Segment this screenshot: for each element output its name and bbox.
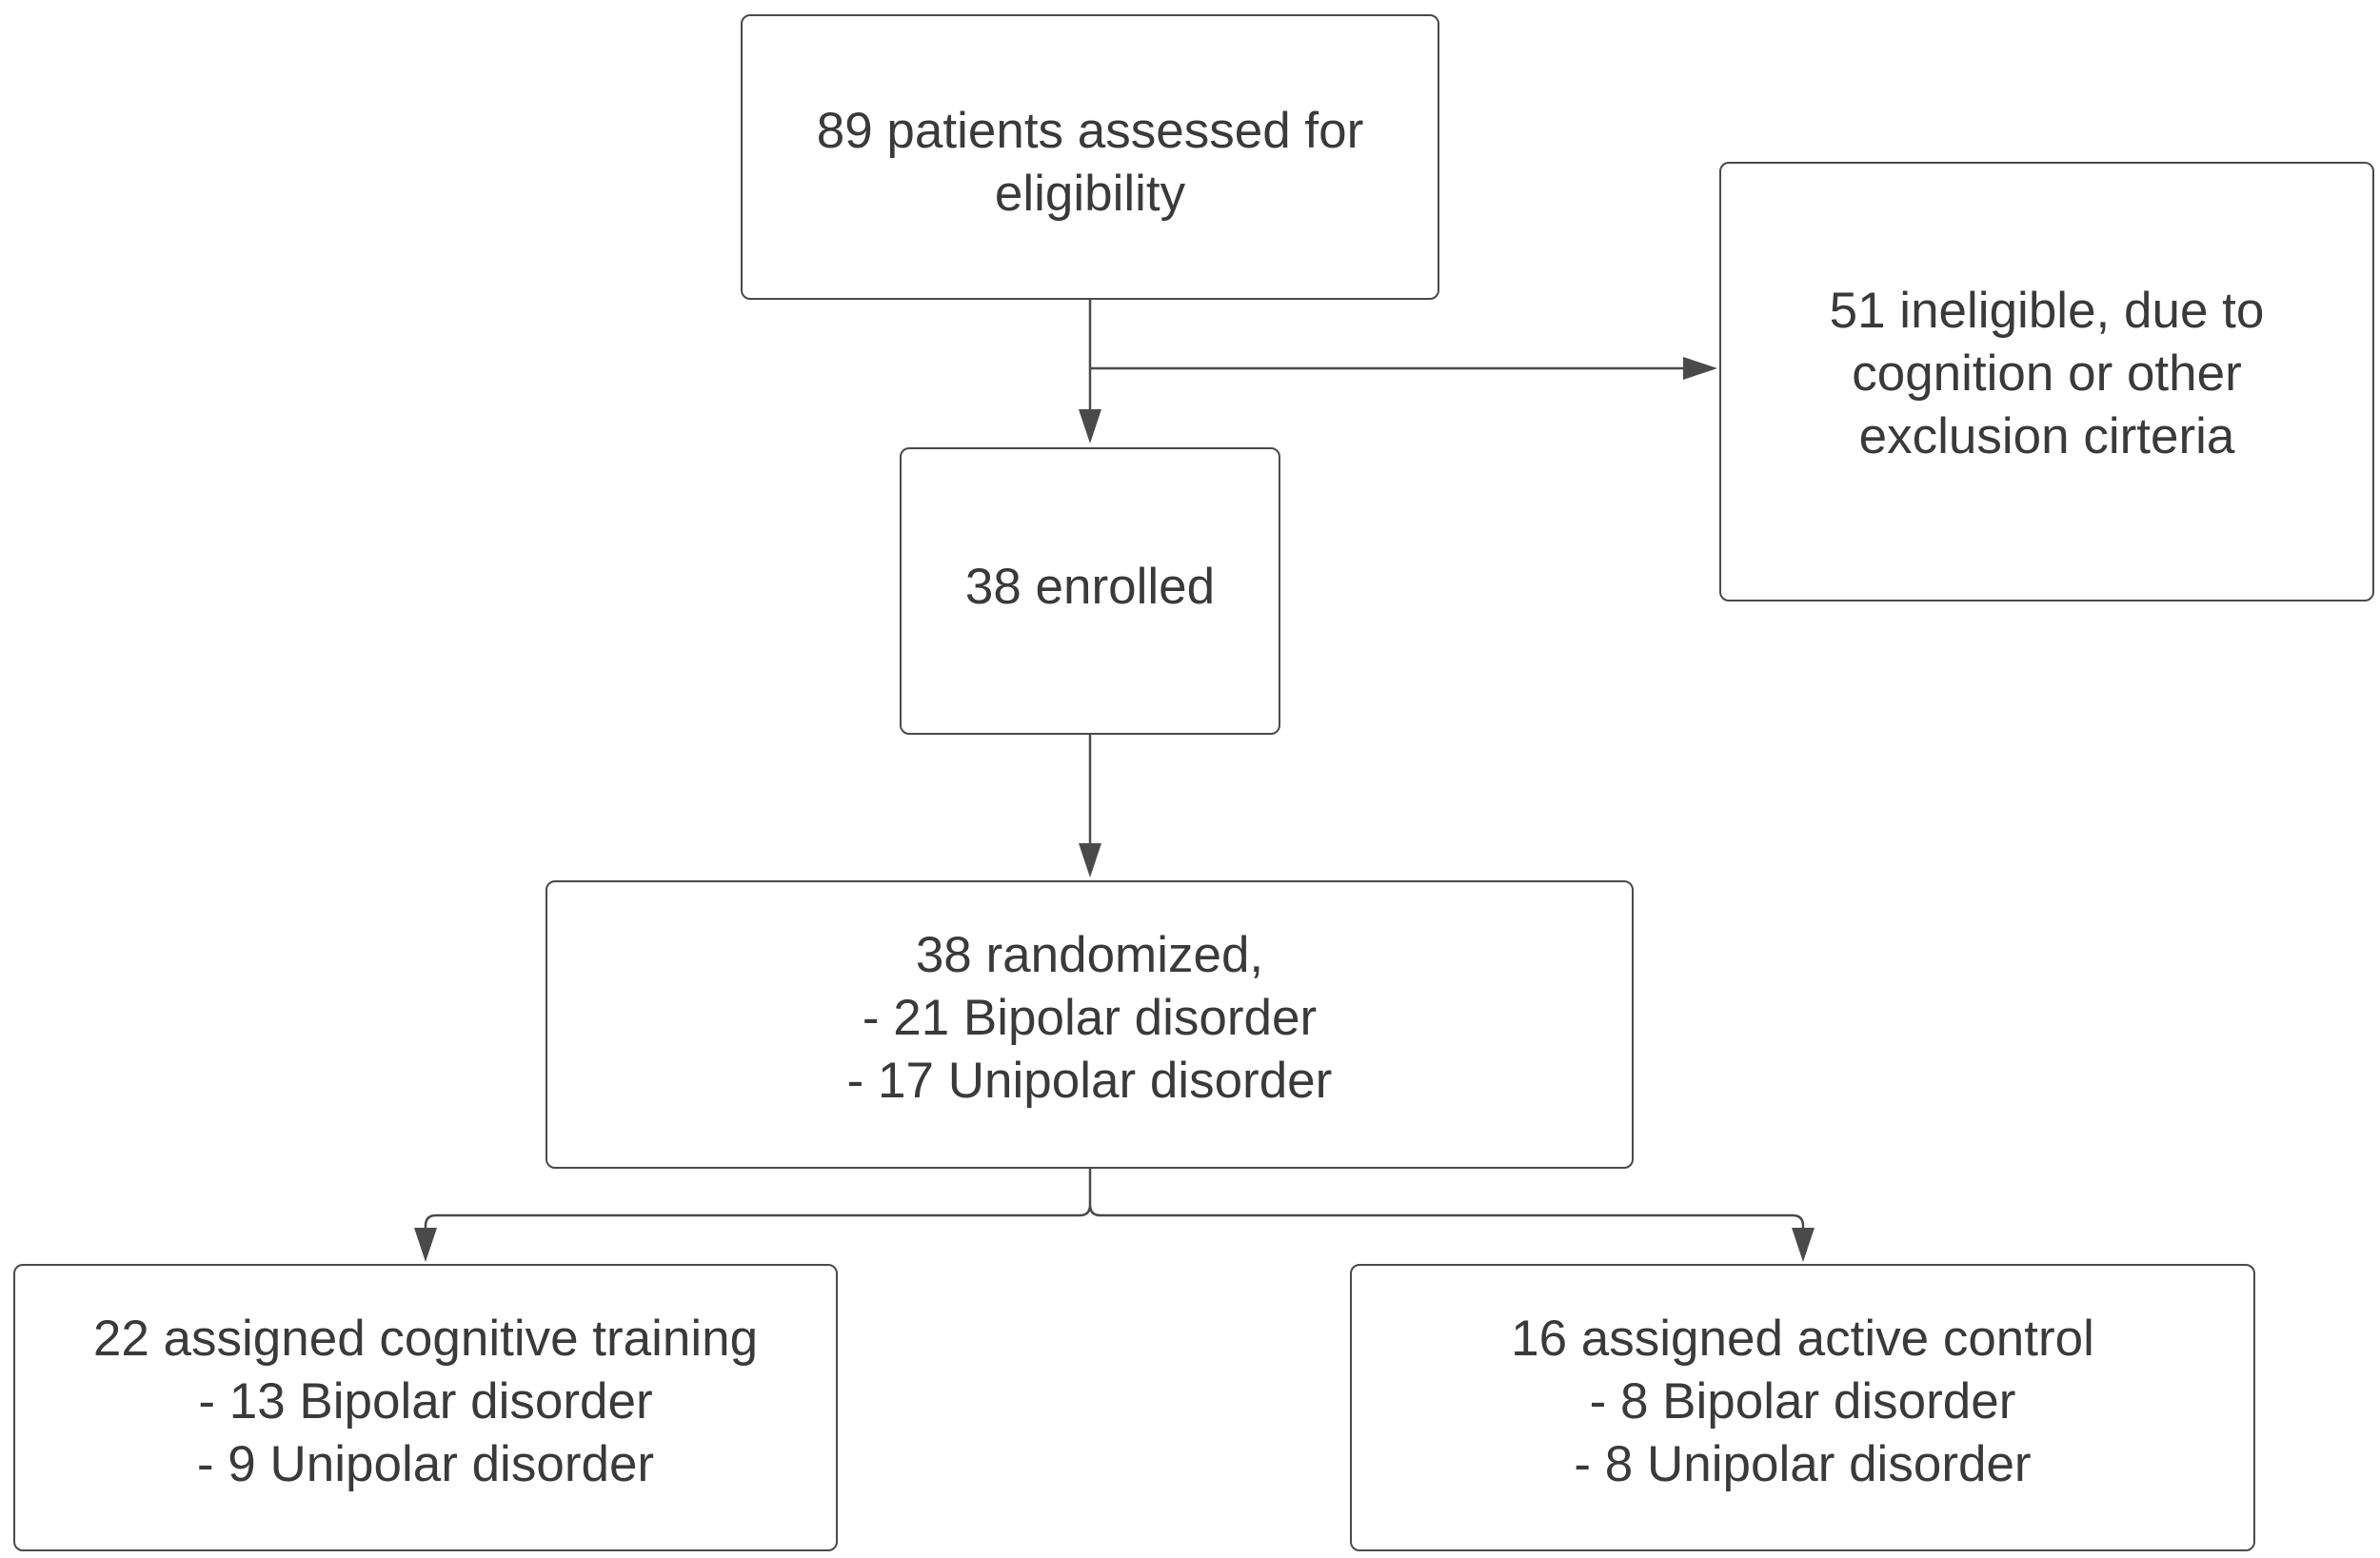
randomized-line-2: - 21 Bipolar disorder (862, 990, 1318, 1046)
ineligible-line-2: cognition or other (1852, 345, 2242, 402)
active-control-box: 16 assigned active control - 8 Bipolar d… (1350, 1264, 2255, 1551)
enrolled-line-1: 38 enrolled (964, 559, 1216, 615)
ineligible-line-1: 51 ineligible, due to (1829, 283, 2265, 339)
randomized-line-1: 38 randomized, (915, 927, 1264, 983)
arrowhead-cognitive-training (414, 1228, 437, 1262)
randomized-line-3: - 17 Unipolar disorder (846, 1053, 1333, 1109)
arrowhead-active-control (1792, 1228, 1815, 1262)
enrolled-box: 38 enrolled (900, 447, 1280, 735)
connector-randomized-split (424, 1169, 1805, 1230)
ineligible-line-3: exclusion cirteria (1858, 408, 2235, 464)
cognitive-training-line-1: 22 assigned cognitive training (92, 1311, 759, 1367)
assessed-line-2: eligibility (994, 166, 1186, 222)
arrowhead-randomized (1079, 843, 1101, 878)
assessed-line-1: 89 patients assessed for (816, 103, 1364, 159)
active-control-line-1: 16 assigned active control (1511, 1311, 2094, 1367)
arrowhead-ineligible (1683, 357, 1717, 380)
randomized-box: 38 randomized, - 21 Bipolar disorder - 1… (545, 880, 1634, 1169)
assessed-box: 89 patients assessed for eligibility (741, 14, 1439, 300)
cognitive-training-line-3: - 9 Unipolar disorder (196, 1436, 655, 1492)
cognitive-training-box: 22 assigned cognitive training - 13 Bipo… (13, 1264, 838, 1551)
active-control-line-2: - 8 Bipolar disorder (1589, 1373, 2016, 1430)
ineligible-box: 51 ineligible, due to cognition or other… (1719, 162, 2374, 602)
arrowhead-enrolled (1079, 409, 1101, 444)
cognitive-training-line-2: - 13 Bipolar disorder (198, 1373, 653, 1430)
active-control-line-3: - 8 Unipolar disorder (1574, 1436, 2032, 1492)
